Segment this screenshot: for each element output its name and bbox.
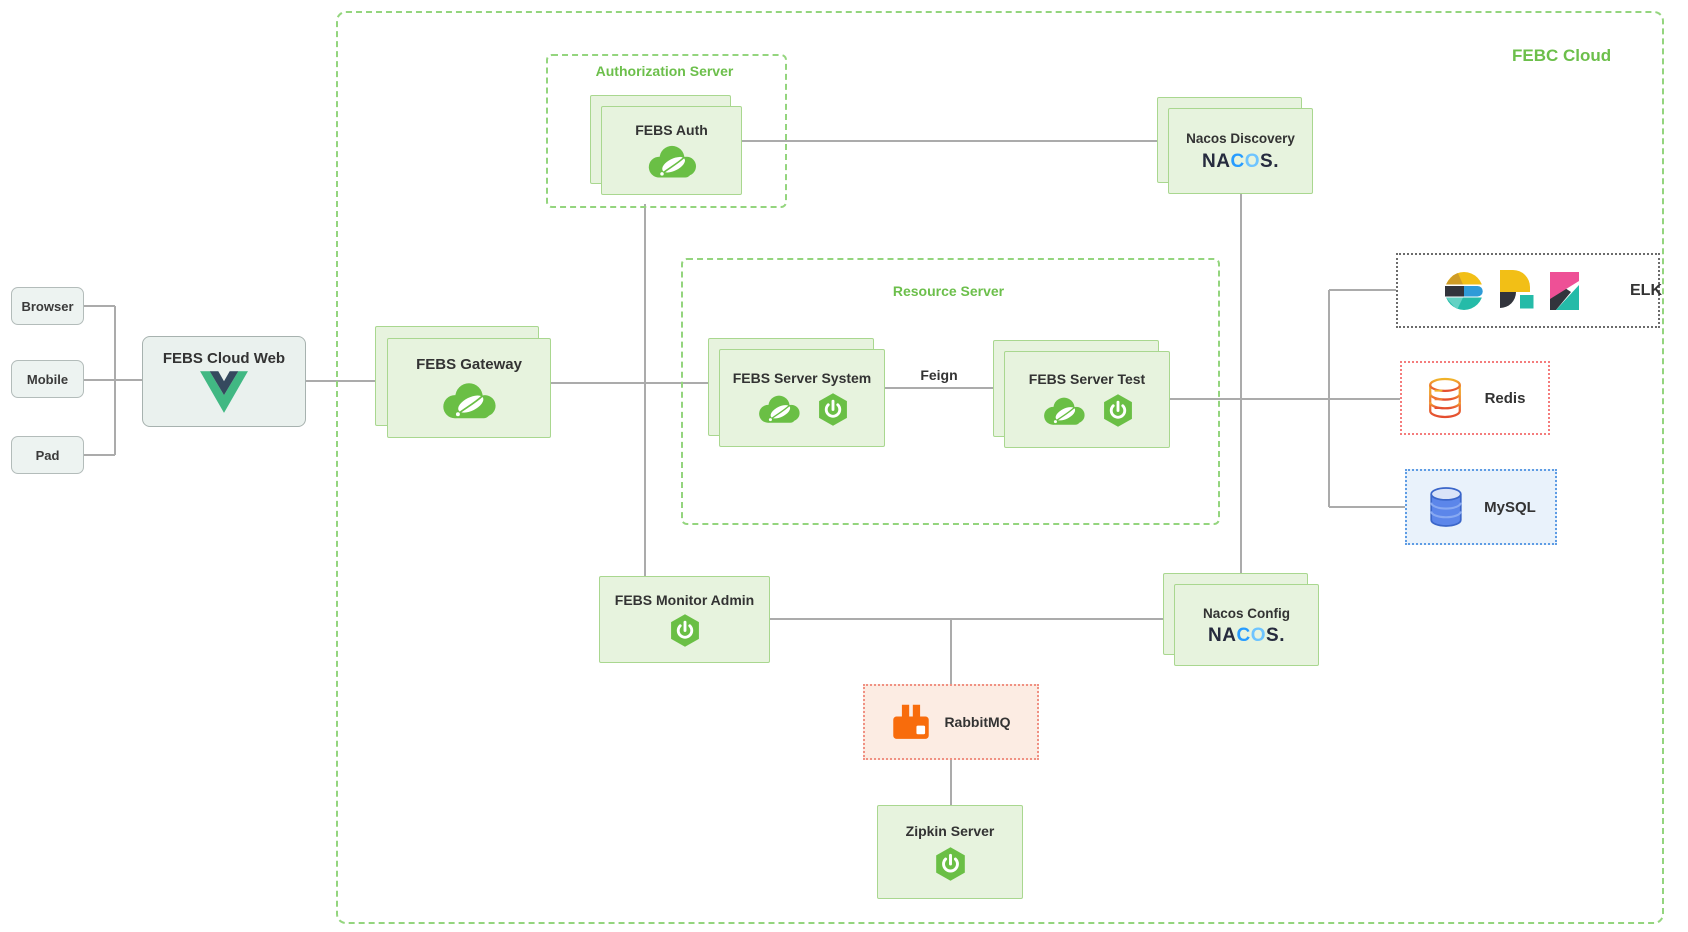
node-febs-gateway: FEBS Gateway: [375, 326, 551, 438]
nacos-logo-na: NA: [1202, 151, 1231, 172]
node-mobile-label: Mobile: [26, 371, 69, 387]
redis-db-icon: [1425, 376, 1465, 420]
node-redis: Redis: [1400, 361, 1550, 435]
elasticsearch-icon: [1444, 268, 1488, 314]
spring-boot-icon: [817, 392, 849, 427]
node-nacos-config-front: Nacos Config NACOS.: [1174, 584, 1319, 666]
node-febs-server-test-front: FEBS Server Test: [1004, 351, 1170, 448]
node-elk: ELK: [1396, 253, 1662, 328]
node-mobile: Mobile: [11, 360, 84, 398]
nacos-logo-s: S: [1260, 151, 1274, 172]
rabbitmq-icon: [891, 702, 931, 742]
febc-cloud-title: FEBC Cloud: [1512, 46, 1612, 65]
nacos-logo: NACOS.: [1202, 152, 1279, 171]
nacos-logo-o: O: [1250, 624, 1266, 646]
node-browser-label: Browser: [21, 298, 74, 314]
nacos-logo-dot: .: [1279, 624, 1285, 646]
node-elk-label: ELK: [1630, 281, 1662, 299]
spring-cloud-icon: [755, 393, 803, 425]
kibana-icon: [1542, 268, 1586, 314]
node-febs-gateway-label: FEBS Gateway: [416, 355, 522, 373]
resource-server-label: Resource Server: [892, 283, 1005, 299]
nacos-logo-c: C: [1236, 624, 1251, 646]
node-nacos-discovery-label: Nacos Discovery: [1186, 131, 1295, 146]
node-febs-auth-front: FEBS Auth: [601, 106, 742, 195]
node-nacos-config: Nacos Config NACOS.: [1163, 573, 1319, 666]
nacos-logo-c: C: [1230, 151, 1245, 172]
node-febs-server-test-label: FEBS Server Test: [1028, 371, 1146, 387]
logstash-icon: [1493, 268, 1537, 314]
node-rabbitmq-label: RabbitMQ: [944, 714, 1011, 730]
node-nacos-discovery-front: Nacos Discovery NACOS.: [1168, 108, 1313, 194]
node-febs-monitor-admin-label: FEBS Monitor Admin: [614, 591, 755, 608]
vue-icon: [200, 371, 248, 413]
node-febs-gateway-front: FEBS Gateway: [387, 338, 551, 438]
node-febs-server-system-front: FEBS Server System: [719, 349, 885, 447]
node-zipkin-server: Zipkin Server: [877, 805, 1023, 899]
node-febs-auth-label: FEBS Auth: [635, 121, 708, 138]
spring-boot-icon: [669, 613, 701, 648]
node-redis-label: Redis: [1484, 389, 1526, 407]
node-nacos-discovery: Nacos Discovery NACOS.: [1157, 97, 1313, 194]
node-febs-cloud-web: FEBS Cloud Web: [142, 336, 306, 427]
node-febs-server-system: FEBS Server System: [708, 338, 885, 447]
nacos-logo-dot: .: [1273, 151, 1279, 172]
spring-cloud-icon: [1040, 395, 1088, 427]
authorization-server-group: [546, 54, 787, 208]
authorization-server-label: Authorization Server: [595, 63, 734, 79]
node-mysql: MySQL: [1405, 469, 1557, 545]
node-febs-server-test: FEBS Server Test: [993, 340, 1170, 448]
node-febs-auth: FEBS Auth: [590, 95, 742, 195]
nacos-logo-na: NA: [1208, 624, 1237, 646]
node-febs-cloud-web-label: FEBS Cloud Web: [162, 350, 286, 367]
spring-boot-icon: [1102, 393, 1134, 428]
node-rabbitmq: RabbitMQ: [863, 684, 1039, 760]
node-febs-monitor-admin: FEBS Monitor Admin: [599, 576, 770, 663]
node-febs-server-system-label: FEBS Server System: [732, 369, 872, 386]
node-nacos-config-label: Nacos Config: [1202, 605, 1290, 621]
mysql-db-icon: [1426, 485, 1466, 529]
feign-edge-label: Feign: [920, 367, 958, 383]
spring-boot-icon: [934, 846, 967, 882]
node-zipkin-server-label: Zipkin Server: [905, 822, 995, 839]
node-pad: Pad: [11, 436, 84, 474]
febc-cloud-container: [336, 11, 1664, 924]
node-mysql-label: MySQL: [1484, 498, 1536, 516]
node-browser: Browser: [11, 287, 84, 325]
elk-logo: [1444, 268, 1586, 314]
spring-cloud-icon: [438, 380, 500, 421]
resource-server-group: [681, 258, 1220, 525]
node-pad-label: Pad: [35, 447, 60, 463]
spring-cloud-icon: [644, 143, 700, 180]
nacos-logo-s: S: [1266, 624, 1280, 646]
nacos-logo: NACOS.: [1208, 626, 1285, 645]
nacos-logo-o: O: [1244, 151, 1260, 172]
